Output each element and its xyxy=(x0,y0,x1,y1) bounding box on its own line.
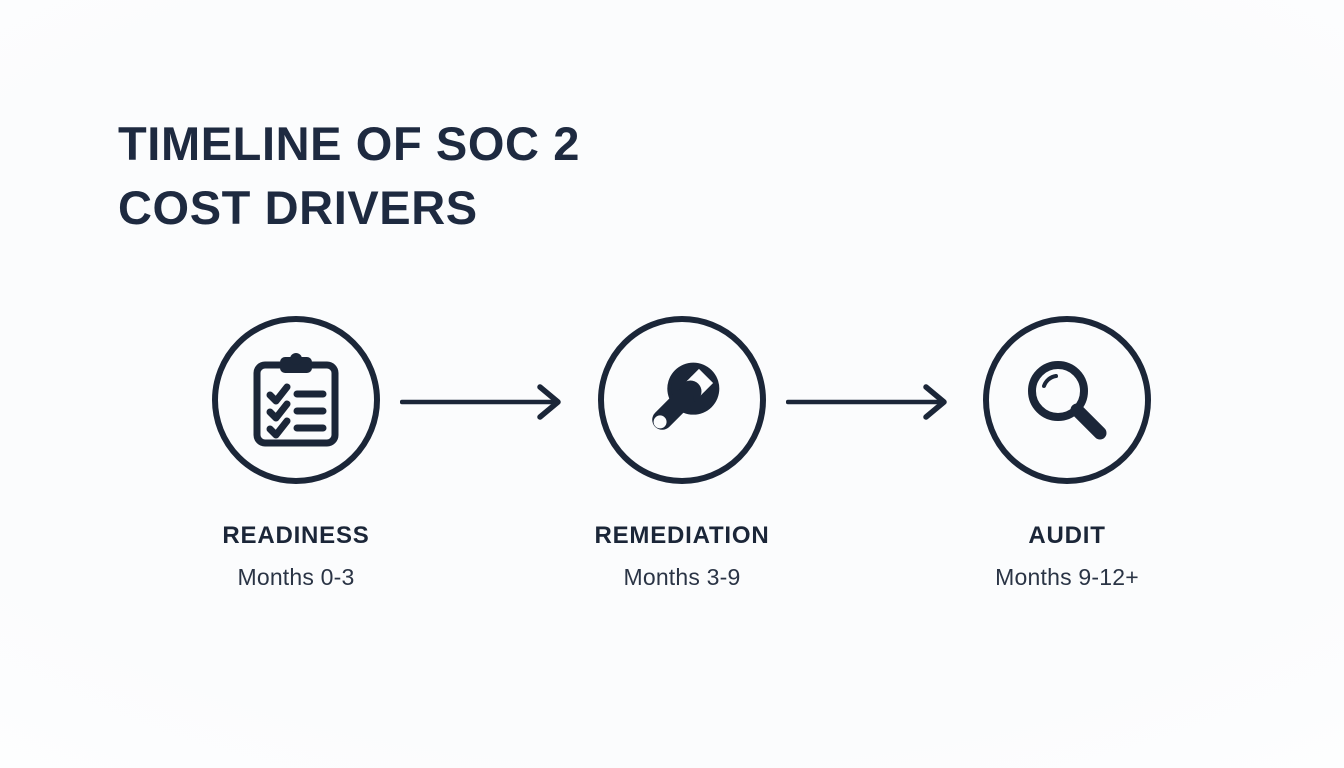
timeline-step-audit-label: AUDIT xyxy=(1028,522,1106,549)
timeline-step-readiness-timeframe: Months 0-3 xyxy=(237,564,355,590)
arrow-readiness-to-remediation xyxy=(400,382,570,422)
timeline-step-remediation-label: REMEDIATION xyxy=(594,522,770,549)
timeline-step-readiness-circle xyxy=(212,316,380,484)
page-title-line-1: TIMELINE OF SOC 2 xyxy=(118,117,580,170)
wrench-icon xyxy=(634,352,730,448)
timeline-step-remediation-circle xyxy=(598,316,766,484)
timeline-step-audit-circle xyxy=(983,316,1151,484)
timeline-step-remediation-timeframe: Months 3-9 xyxy=(623,564,741,590)
clipboard-checklist-icon xyxy=(253,353,339,447)
timeline: READINESS Months 0-3 xyxy=(0,300,1344,640)
timeline-step-readiness-label: READINESS xyxy=(222,522,370,549)
timeline-step-audit: AUDIT Months 9-12+ xyxy=(917,300,1217,591)
arrow-remediation-to-audit xyxy=(786,382,956,422)
page-title-line-2: COST DRIVERS xyxy=(118,181,478,234)
timeline-step-remediation: REMEDIATION Months 3-9 xyxy=(532,300,832,591)
timeline-step-audit-timeframe: Months 9-12+ xyxy=(995,564,1139,590)
magnifying-glass-icon xyxy=(1020,353,1114,447)
page-title: TIMELINE OF SOC 2 COST DRIVERS xyxy=(118,112,878,240)
timeline-step-readiness: READINESS Months 0-3 xyxy=(146,300,446,591)
